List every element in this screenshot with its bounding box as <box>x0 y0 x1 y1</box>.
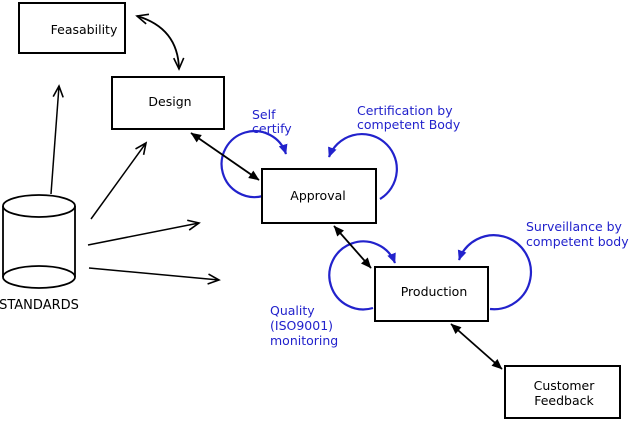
cylinder-bottom-ellipse <box>2 265 76 289</box>
nodes: Feasability Design Approval Production C… <box>18 2 621 419</box>
certification-label-line2: competent Body <box>357 117 461 132</box>
node-approval-label: Approval <box>290 188 345 203</box>
node-design-label: Design <box>148 94 191 109</box>
surveillance-label-line1: Surveillance by <box>526 219 623 234</box>
annotation-labels: Self certify Certification by competent … <box>252 103 629 348</box>
node-production-label: Production <box>401 284 468 299</box>
self-loop-certification <box>327 132 398 200</box>
arrow-approval-production <box>333 225 372 269</box>
cylinder-top-ellipse <box>2 194 76 218</box>
arrow-design-approval <box>190 132 260 181</box>
surveillance-label-line2: competent body <box>526 234 629 249</box>
node-feasability-label: Feasability <box>51 22 118 37</box>
arrow-production-customer-feedback <box>450 323 503 370</box>
standards-arrows <box>50 84 221 285</box>
arrow-standards-to-feasability <box>50 84 64 195</box>
self-certify-label-line2: certify <box>252 121 292 136</box>
node-approval-box <box>261 168 377 224</box>
node-design-box <box>111 76 225 130</box>
node-customer-feedback-box <box>504 365 621 419</box>
node-customer-feedback-label-line2: Feedback <box>534 393 594 408</box>
arrow-feasability-design <box>135 13 185 71</box>
self-loop-quality-monitoring <box>328 240 397 311</box>
quality-monitoring-label-line3: monitoring <box>270 333 338 348</box>
self-loop-surveillance <box>457 234 532 311</box>
quality-monitoring-label-line2: (ISO9001) <box>270 318 333 333</box>
quality-monitoring-label-line1: Quality <box>270 303 315 318</box>
node-production-box <box>374 266 489 322</box>
node-customer-feedback-label-line1: Customer <box>534 378 596 393</box>
standards-cylinder: STANDARDS <box>0 194 79 313</box>
standards-label: STANDARDS <box>0 298 79 313</box>
arrow-standards-to-design <box>90 141 148 220</box>
flow-arrows <box>135 13 503 370</box>
self-certify-label-line1: Self <box>252 107 276 122</box>
arrow-standards-to-approval <box>87 219 201 246</box>
node-feasability-box <box>18 2 126 54</box>
certification-label-line1: Certification by <box>357 103 453 118</box>
arrow-standards-to-production <box>88 267 221 285</box>
